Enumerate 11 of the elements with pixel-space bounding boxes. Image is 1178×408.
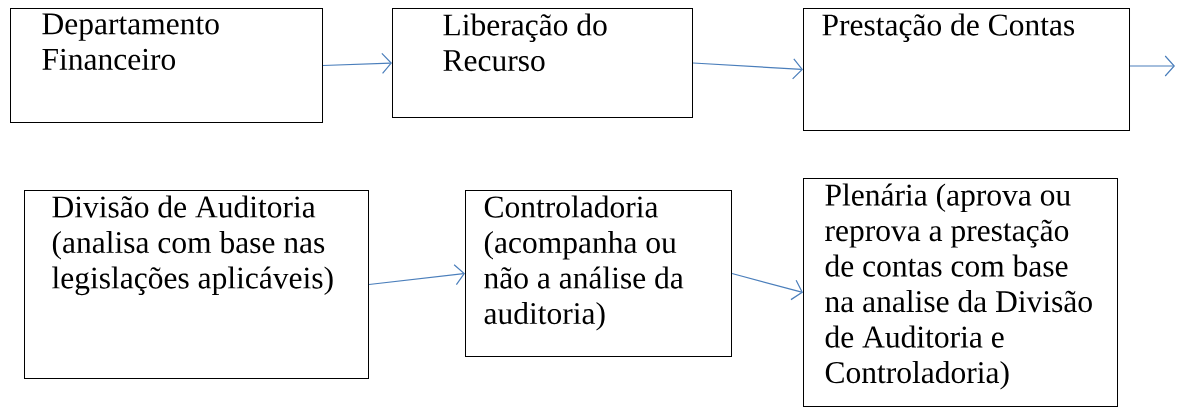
process-box: Departamento Financeiro (10, 8, 323, 123)
arrow (731, 272, 803, 301)
arrow (368, 264, 465, 286)
process-box: Prestação de Contas (803, 8, 1130, 131)
process-box: Plenária (aprova ou reprova a prestação de contas com base na analise da Divisão de Auditoria e Controladoria) (803, 178, 1118, 407)
arrow (1129, 55, 1175, 77)
process-box: Controladoria (acompanha ou não a análise da auditoria) (465, 190, 732, 357)
arrow (692, 58, 803, 80)
process-box: Liberação do Recurso (392, 8, 693, 118)
arrow (322, 52, 392, 74)
process-box: Divisão de Auditoria (analisa com base nas legislações aplicáveis) (24, 190, 369, 379)
